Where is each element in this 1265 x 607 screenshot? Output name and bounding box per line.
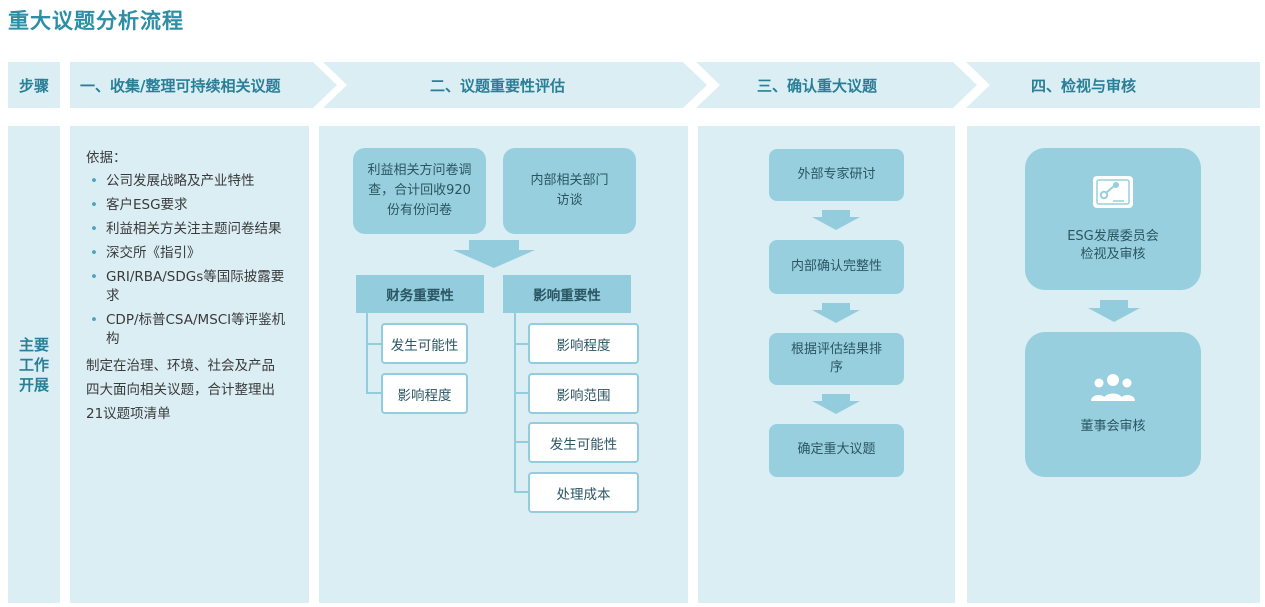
impact-sub-item: 影响程度 [528,323,639,364]
review-arrow [1088,300,1140,322]
basis-block: 依据： 公司发展战略及产业特性 客户ESG要求 利益相关方关注主题问卷结果 深交… [86,146,296,426]
step-1-label: 一、收集/整理可持续相关议题 [80,76,281,95]
confirm-arrow [812,303,860,323]
basis-item: GRI/RBA/SDGs等国际披露要求 [86,268,296,306]
step-2-chevron [323,62,707,108]
confirm-step: 外部专家研讨 [769,149,904,201]
page-title: 重大议题分析流程 [8,9,184,33]
financial-materiality: 财务重要性 [356,275,484,313]
step-2-label: 二、议题重要性评估 [430,76,566,95]
steps-label: 步骤 [8,62,60,108]
steps-arrow-band [70,62,1260,108]
team-people-icon [1091,374,1135,402]
step-4-chevron [966,62,1260,108]
committee-review-box: ESG发展委员会检视及审核 [1025,148,1201,290]
confirm-step: 根据评估结果排序 [769,333,904,385]
confirm-arrow [812,210,860,230]
finance-tick [366,343,382,345]
impact-sub-item: 发生可能性 [528,422,639,463]
finance-tick [366,392,382,394]
impact-sub-item: 处理成本 [528,472,639,513]
main-work-label: 主要工作开展 [8,126,60,603]
basis-list: 公司发展战略及产业特性 客户ESG要求 利益相关方关注主题问卷结果 深交所《指引… [86,172,296,349]
review-chart-icon [1093,176,1133,209]
survey-box: 利益相关方问卷调查，合计回收920份有份问卷 [353,148,486,234]
impact-tick [514,441,528,443]
finance-connector [366,313,368,393]
basis-item: 利益相关方关注主题问卷结果 [86,220,296,239]
finance-sub-item: 影响程度 [381,373,468,414]
basis-title: 依据： [86,150,127,166]
confirm-arrow [812,394,860,414]
step-3-chevron [696,62,977,108]
basis-item: 客户ESG要求 [86,196,296,215]
step-4-label: 四、检视与审核 [1031,76,1137,95]
impact-tick [514,343,528,345]
merge-arrow [453,240,535,268]
confirm-step: 内部确认完整性 [769,240,904,294]
impact-sub-item: 影响范围 [528,373,639,414]
confirm-step: 确定重大议题 [769,424,904,477]
interview-box: 内部相关部门访谈 [503,148,636,234]
basis-summary: 制定在治理、环境、社会及产品四大面向相关议题，合计整理出21议题项清单 [86,358,275,422]
impact-tick [514,392,528,394]
basis-item: 公司发展战略及产业特性 [86,172,296,191]
step-3-label: 三、确认重大议题 [757,76,878,95]
impact-materiality: 影响重要性 [503,275,631,313]
impact-connector [514,313,516,492]
finance-sub-item: 发生可能性 [381,323,468,364]
basis-item: CDP/标普CSA/MSCI等评鉴机构 [86,311,296,349]
board-review-box: 董事会审核 [1025,332,1201,477]
step-1-chevron [70,62,337,108]
basis-item: 深交所《指引》 [86,244,296,263]
impact-tick [514,491,528,493]
